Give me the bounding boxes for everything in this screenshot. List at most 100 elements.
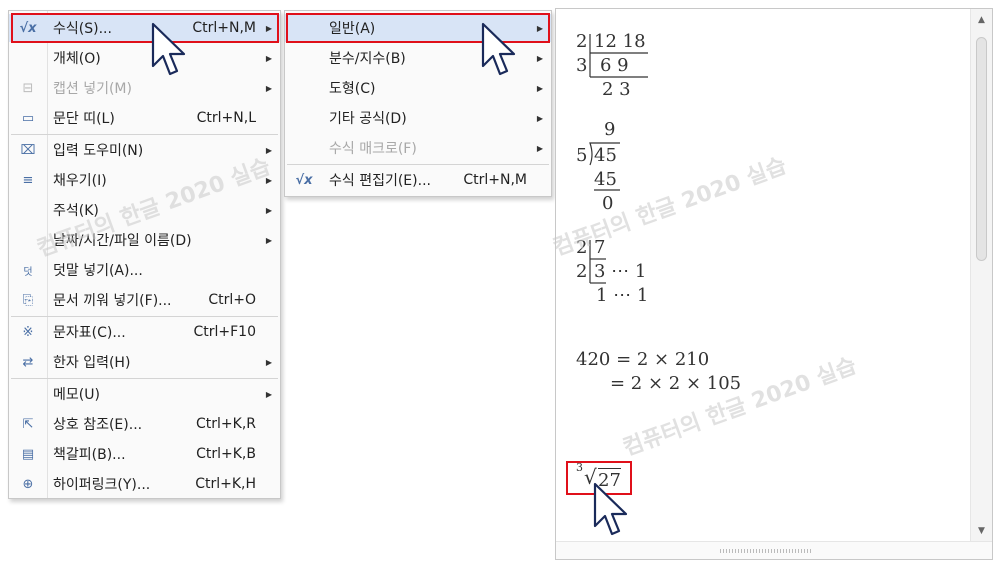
- menu-item-object[interactable]: 개체(O) ▶: [9, 44, 280, 72]
- menu-separator: [11, 316, 278, 317]
- scroll-down-icon[interactable]: ▼: [978, 526, 985, 536]
- menu-item-shortcut: Ctrl+N,M: [192, 20, 256, 36]
- radicand: 27: [598, 468, 621, 491]
- dividend: 45: [594, 145, 617, 166]
- divisor: 2: [576, 237, 588, 258]
- menu-item-label: 덧말 넣기(A)...: [53, 263, 143, 279]
- equation-cube-root[interactable]: 3 √ 27: [572, 459, 634, 495]
- cross-reference-icon: ⇱: [22, 416, 34, 432]
- divisor: 3: [576, 55, 588, 76]
- caption-icon: ⊟: [22, 80, 34, 96]
- sqrt-x-icon: √x: [19, 20, 37, 36]
- submenu-item-equation-macro[interactable]: 수식 매크로(F) ▶: [285, 134, 551, 162]
- menu-item-label: 도형(C): [329, 81, 376, 97]
- menu-item-label: 상호 참조(E)...: [53, 417, 143, 433]
- input-helper-icon: ⌧: [20, 142, 36, 158]
- menu-item-label: 수식(S)...: [53, 21, 112, 37]
- row: 12 18: [594, 31, 646, 52]
- submenu-arrow-icon: ▶: [536, 23, 543, 33]
- menu-item-label: 문자표(C)...: [53, 325, 126, 341]
- divisor: 5: [576, 145, 588, 166]
- status-bar: [556, 541, 992, 559]
- submenu-arrow-icon: ▶: [265, 205, 272, 215]
- menu-item-paragraph-band[interactable]: ▭ 문단 띠(L) Ctrl+N,L: [9, 104, 280, 132]
- division-lines: [589, 240, 606, 284]
- row: 7: [594, 237, 606, 258]
- quotient: 9: [604, 119, 616, 140]
- menu-item-input-helper[interactable]: ⌧ 입력 도우미(N) ▶: [9, 136, 280, 164]
- menu-item-caption[interactable]: ⊟ 캡션 넣기(M) ▶: [9, 74, 280, 102]
- menu-item-equation[interactable]: √x 수식(S)... Ctrl+N,M ▶: [9, 14, 280, 42]
- paragraph-band-icon: ▭: [21, 110, 35, 126]
- submenu-arrow-icon: ▶: [536, 143, 543, 153]
- menu-item-symbol[interactable]: ※ 문자표(C)... Ctrl+F10: [9, 318, 280, 346]
- menu-item-label: 채우기(I): [53, 173, 107, 189]
- submenu-item-fraction[interactable]: 분수/지수(B) ▶: [285, 44, 551, 72]
- menu-item-annotation[interactable]: 주석(K) ▶: [9, 196, 280, 224]
- submenu-item-equation-editor[interactable]: √x 수식 편집기(E)... Ctrl+N,M: [285, 166, 551, 194]
- menu-item-hanja[interactable]: ⇄ 한자 입력(H) ▶: [9, 348, 280, 376]
- equation-420-factorization[interactable]: 420 = 2 × 210 = 2 × 2 × 105: [576, 349, 776, 399]
- menu-item-insert-document[interactable]: ⎘ 문서 끼워 넣기(F)... Ctrl+O: [9, 286, 280, 314]
- menu-item-label: 하이퍼링크(Y)...: [53, 477, 151, 493]
- menu-item-cross-reference[interactable]: ⇱ 상호 참조(E)... Ctrl+K,R: [9, 410, 280, 438]
- vertical-scrollbar[interactable]: ▲ ▼: [970, 9, 992, 542]
- equation-long-division[interactable]: 9 5 45 45 0: [576, 119, 656, 219]
- menu-separator: [11, 134, 278, 135]
- submenu-arrow-icon: ▶: [265, 145, 272, 155]
- menu-item-label: 메모(U): [53, 387, 100, 403]
- sqrt-x-icon: √x: [295, 172, 313, 188]
- menu-icon-column-divider: [47, 11, 48, 498]
- resize-grip-icon[interactable]: [720, 549, 812, 553]
- menu-separator: [287, 164, 549, 165]
- scroll-thumb[interactable]: [976, 37, 987, 261]
- menu-item-label: 문단 띠(L): [53, 111, 115, 127]
- menu-item-shortcut: Ctrl+K,R: [196, 416, 256, 432]
- remainder: 0: [602, 193, 614, 214]
- document-area[interactable]: 2 3 12 18 6 9 2 3 9 5 45 45 0 2 2 7 3 ⋯ …: [550, 8, 993, 560]
- equation-factorization-12-18[interactable]: 2 3 12 18 6 9 2 3: [576, 31, 666, 103]
- menu-item-memo[interactable]: 메모(U) ▶: [9, 380, 280, 408]
- insert-document-icon: ⎘: [22, 292, 34, 308]
- submenu-arrow-icon: ▶: [265, 389, 272, 399]
- submenu-arrow-icon: ▶: [265, 357, 272, 367]
- root-index: 3: [576, 461, 583, 474]
- radical-sign: √: [584, 465, 597, 489]
- fill-icon: ≡: [22, 172, 34, 188]
- menu-item-hyperlink[interactable]: ⊕ 하이퍼링크(Y)... Ctrl+K,H: [9, 470, 280, 498]
- submenu-item-general[interactable]: 일반(A) ▶: [285, 14, 551, 42]
- menu-item-label: 기타 공식(D): [329, 111, 407, 127]
- menu-item-label: 개체(O): [53, 51, 101, 67]
- submenu-item-other-formula[interactable]: 기타 공식(D) ▶: [285, 104, 551, 132]
- menu-item-date-time[interactable]: 날짜/시간/파일 이름(D) ▶: [9, 226, 280, 254]
- menu-item-shortcut: Ctrl+N,M: [463, 172, 527, 188]
- menu-item-fill[interactable]: ≡ 채우기(I) ▶: [9, 166, 280, 194]
- division-lines: [589, 34, 648, 78]
- submenu-item-shape[interactable]: 도형(C) ▶: [285, 74, 551, 102]
- menu-item-label: 캡션 넣기(M): [53, 81, 132, 97]
- row: 1 ⋯ 1: [596, 285, 649, 306]
- submenu-arrow-icon: ▶: [265, 53, 272, 63]
- menu-item-shortcut: Ctrl+K,H: [195, 476, 256, 492]
- equation-line: = 2 × 2 × 105: [610, 373, 742, 394]
- menu-item-label: 책갈피(B)...: [53, 447, 126, 463]
- menu-item-overlap-text[interactable]: 덧 덧말 넣기(A)...: [9, 256, 280, 284]
- overlap-text-icon: 덧: [23, 266, 33, 278]
- row: 6 9: [600, 55, 629, 76]
- division-lines: [589, 142, 620, 191]
- menu-item-label: 주석(K): [53, 203, 99, 219]
- menu-item-label: 분수/지수(B): [329, 51, 406, 67]
- equation-line: 420 = 2 × 210: [576, 349, 710, 370]
- menu-item-bookmark[interactable]: ▤ 책갈피(B)... Ctrl+K,B: [9, 440, 280, 468]
- menu-item-shortcut: Ctrl+N,L: [196, 110, 256, 126]
- menu-item-label: 수식 매크로(F): [329, 141, 417, 157]
- menu-item-label: 날짜/시간/파일 이름(D): [53, 233, 192, 249]
- hyperlink-icon: ⊕: [22, 476, 34, 492]
- divisor: 2: [576, 31, 588, 52]
- menu-item-label: 일반(A): [329, 21, 376, 37]
- submenu-arrow-icon: ▶: [265, 235, 272, 245]
- menu-item-label: 문서 끼워 넣기(F)...: [53, 293, 172, 309]
- menu-item-label: 수식 편집기(E)...: [329, 173, 431, 189]
- scroll-up-icon[interactable]: ▲: [978, 15, 985, 25]
- equation-binary-division[interactable]: 2 2 7 3 ⋯ 1 1 ⋯ 1: [576, 237, 686, 313]
